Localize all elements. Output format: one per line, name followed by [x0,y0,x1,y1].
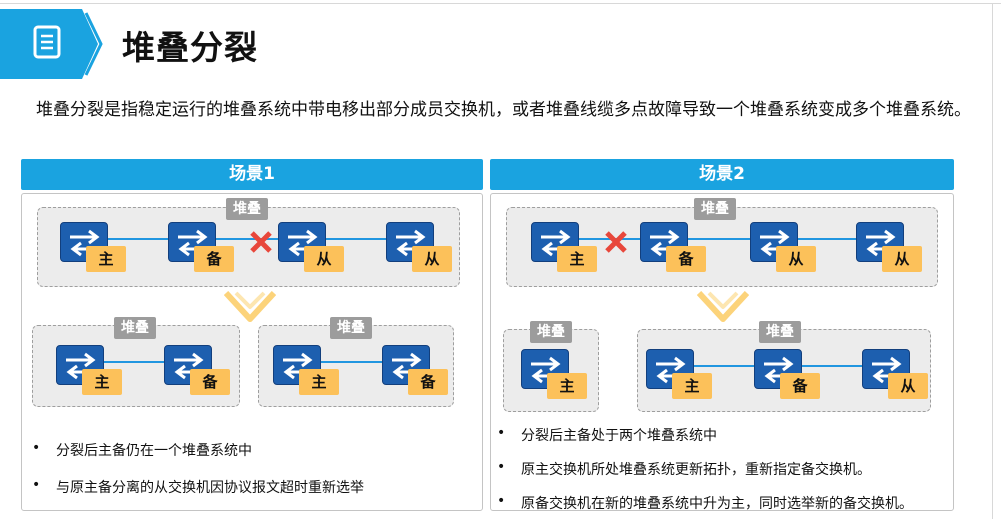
s2-bullet-2: 原备交换机在新的堆叠系统中升为主，同时选举新的备交换机。 [497,493,949,513]
page-title: 堆叠分裂 [122,28,258,67]
s1-bullet-list: 分裂后主备仍在一个堆叠系统中 与原主备分离的从交换机因协议报文超时重新选举 [32,440,472,497]
s1-switch-slave-1: 从 [278,222,370,278]
s2-group-tag-a: 堆叠 [530,321,572,343]
s2-group-b-standby: 备 [754,349,846,405]
role-label-master: 主 [86,246,126,272]
role-label-master: 主 [557,246,597,272]
role-label-master: 主 [547,373,587,399]
s2-link-b1 [690,365,754,367]
s1-fault-x-icon [250,231,272,253]
s1-switch-master: 主 [60,222,152,278]
s2-group-tag-b: 堆叠 [759,321,801,343]
s1-group-b-standby: 备 [382,345,474,401]
s1-group-tag-original: 堆叠 [226,198,268,220]
role-label-standby: 备 [194,246,234,272]
s1-bullet-0: 分裂后主备仍在一个堆叠系统中 [32,440,472,460]
s1-switch-standby: 备 [168,222,260,278]
role-label-slave: 从 [882,246,922,272]
s2-bullet-list: 分裂后主备处于两个堆叠系统中 原主交换机所处堆叠系统更新拓扑，重新指定备交换机。… [497,425,949,513]
s2-fault-x-icon [605,231,627,253]
s1-switch-slave-2: 从 [386,222,478,278]
s1-group-tag-b: 堆叠 [330,317,372,339]
s1-link-b [318,361,382,363]
scenario2-header: 场景2 [490,159,954,190]
role-label-slave: 从 [888,373,928,399]
s1-group-a-master: 主 [56,345,148,401]
s1-link-a [100,361,164,363]
s1-bullet-1: 与原主备分离的从交换机因协议报文超时重新选举 [32,477,472,497]
frame-top-line [0,3,1001,4]
document-list-icon [33,25,61,59]
s2-split-arrow-icon [697,291,749,322]
role-label-master: 主 [82,369,122,395]
s2-link-2 [686,238,750,240]
role-label-master: 主 [299,369,339,395]
role-label-standby: 备 [780,373,820,399]
s1-group-a-standby: 备 [164,345,256,401]
role-label-standby: 备 [190,369,230,395]
s2-switch-slave-1: 从 [750,222,842,278]
s1-group-tag-a: 堆叠 [114,317,156,339]
role-label-slave: 从 [304,246,344,272]
s1-group-b-master: 主 [273,345,365,401]
s1-link-2 [214,238,278,240]
switch-icon [278,222,326,262]
s2-switch-slave-2: 从 [856,222,948,278]
s2-switch-standby: 备 [640,222,732,278]
s1-link-1 [104,238,168,240]
s2-link-b2 [798,365,862,367]
s2-group-b-slave: 从 [862,349,954,405]
role-label-slave: 从 [412,246,452,272]
header-badge [0,9,103,79]
s2-group-a-master: 主 [521,349,613,405]
s1-link-3 [324,238,388,240]
intro-paragraph: 堆叠分裂是指稳定运行的堆叠系统中带电移出部分成员交换机，或者堆叠线缆多点故障导致… [36,100,971,120]
role-label-master: 主 [672,373,712,399]
s2-bullet-0: 分裂后主备处于两个堆叠系统中 [497,425,949,445]
s2-group-tag-original: 堆叠 [694,198,736,220]
role-label-slave: 从 [776,246,816,272]
s2-bullet-1: 原主交换机所处堆叠系统更新拓扑，重新指定备交换机。 [497,459,949,479]
role-label-standby: 备 [666,246,706,272]
role-label-standby: 备 [408,369,448,395]
scenario1-header: 场景1 [21,159,483,190]
s1-split-arrow-icon [224,291,276,322]
s2-link-1 [576,238,640,240]
s2-switch-master: 主 [531,222,623,278]
s2-group-b-master: 主 [646,349,738,405]
s2-link-3 [796,238,860,240]
frame-right-line [992,3,993,519]
